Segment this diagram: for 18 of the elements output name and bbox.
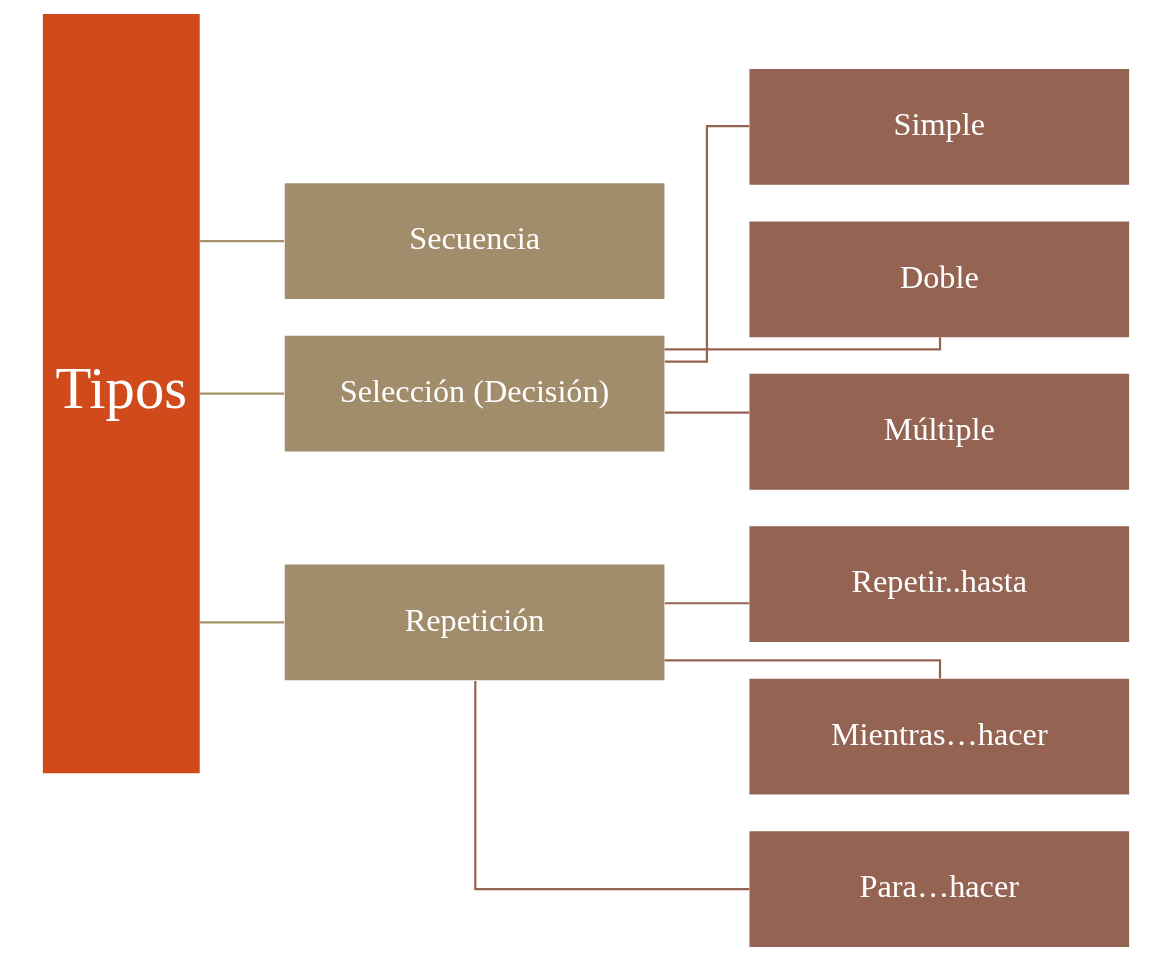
node-box: Para…hacer [748, 831, 1129, 948]
node-box: Simple [748, 68, 1129, 185]
node-box: Repetición [284, 564, 664, 681]
connector [473, 680, 749, 891]
node-box: Secuencia [284, 183, 664, 300]
connector [664, 125, 749, 363]
node-box: Selección (Decisión) [284, 335, 664, 452]
connector [199, 621, 284, 624]
connector [664, 337, 941, 351]
connector [199, 240, 284, 243]
node-box: Repetir..hasta [748, 526, 1129, 643]
connector [199, 392, 284, 395]
node-box: Mientras…hacer [748, 678, 1129, 795]
connector [664, 411, 749, 414]
node-box: Tipos [42, 13, 200, 774]
connector [664, 602, 749, 605]
node-box: Doble [748, 221, 1129, 338]
node-box: Múltiple [748, 373, 1129, 490]
